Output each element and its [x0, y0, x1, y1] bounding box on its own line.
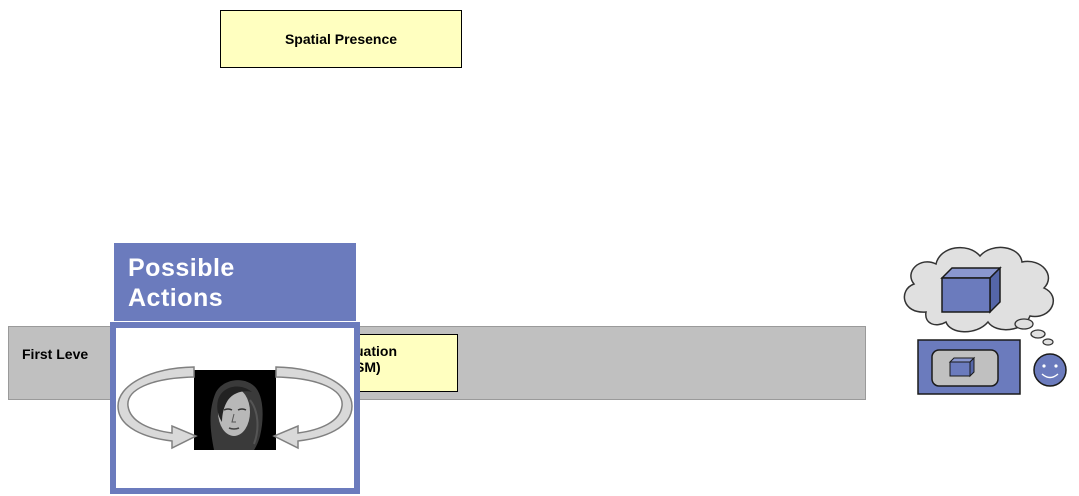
possible-actions-title-line1: Possible [128, 254, 235, 282]
right-curved-arrow-icon [272, 366, 353, 450]
cube-icon [940, 266, 1002, 314]
first-level-label: First Leve [22, 346, 89, 362]
rotation-arrows [117, 366, 353, 450]
possible-actions-title-line2: Actions [128, 284, 224, 312]
face-portrait-icon [194, 370, 276, 450]
possible-actions-header: Possible Actions [114, 243, 356, 321]
spatial-presence-box: Spatial Presence [220, 10, 462, 68]
spatial-situation-model-box: uation SM) [352, 334, 458, 392]
user-thinking-illustration [903, 246, 1067, 395]
smiley-face-icon [1033, 353, 1067, 387]
screen-icon [917, 339, 1021, 395]
left-curved-arrow-icon [117, 366, 198, 450]
ssm-label-line1: uation [355, 343, 397, 359]
ssm-label-line2: SM) [355, 359, 381, 375]
face-image [194, 370, 276, 450]
spatial-presence-label: Spatial Presence [284, 31, 398, 47]
